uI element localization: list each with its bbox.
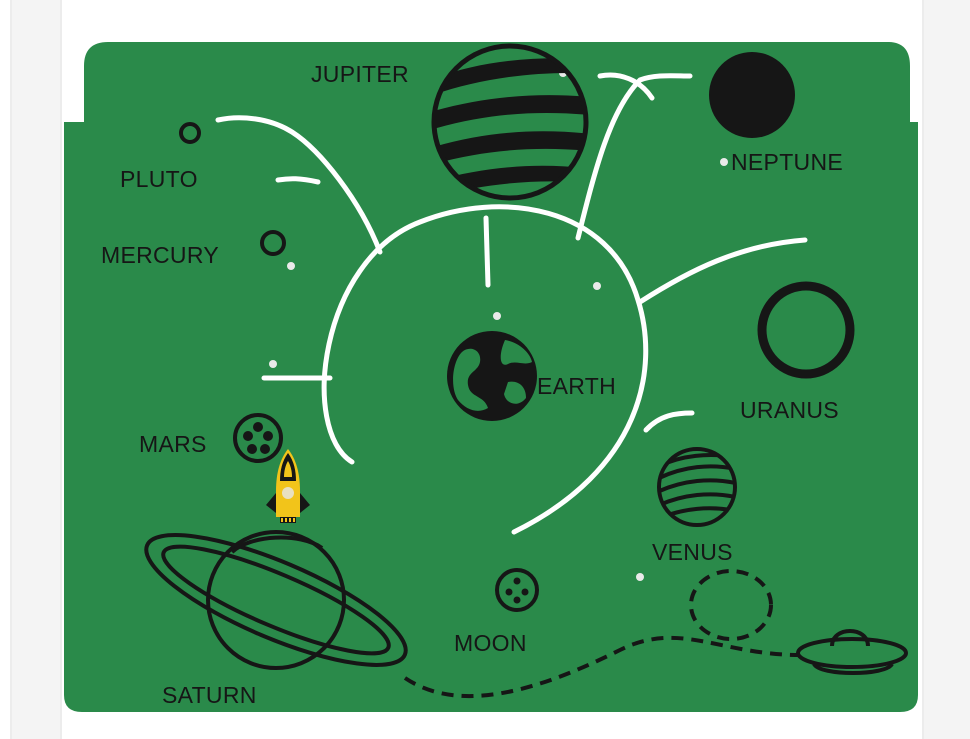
venus-label: VENUS xyxy=(652,541,733,564)
earth-label: EARTH xyxy=(537,375,616,398)
earth-icon xyxy=(447,331,537,421)
neptune-icon xyxy=(709,52,795,138)
pluto-label: PLUTO xyxy=(120,168,198,191)
saturn-label: SATURN xyxy=(162,684,257,707)
jupiter-label: JUPITER xyxy=(311,63,409,86)
mercury-label: MERCURY xyxy=(101,244,219,267)
moon-label: MOON xyxy=(454,632,527,655)
uranus-label: URANUS xyxy=(740,399,839,422)
mars-label: MARS xyxy=(139,433,207,456)
rocket-icon[interactable] xyxy=(262,447,314,525)
neptune-label: NEPTUNE xyxy=(731,151,843,174)
